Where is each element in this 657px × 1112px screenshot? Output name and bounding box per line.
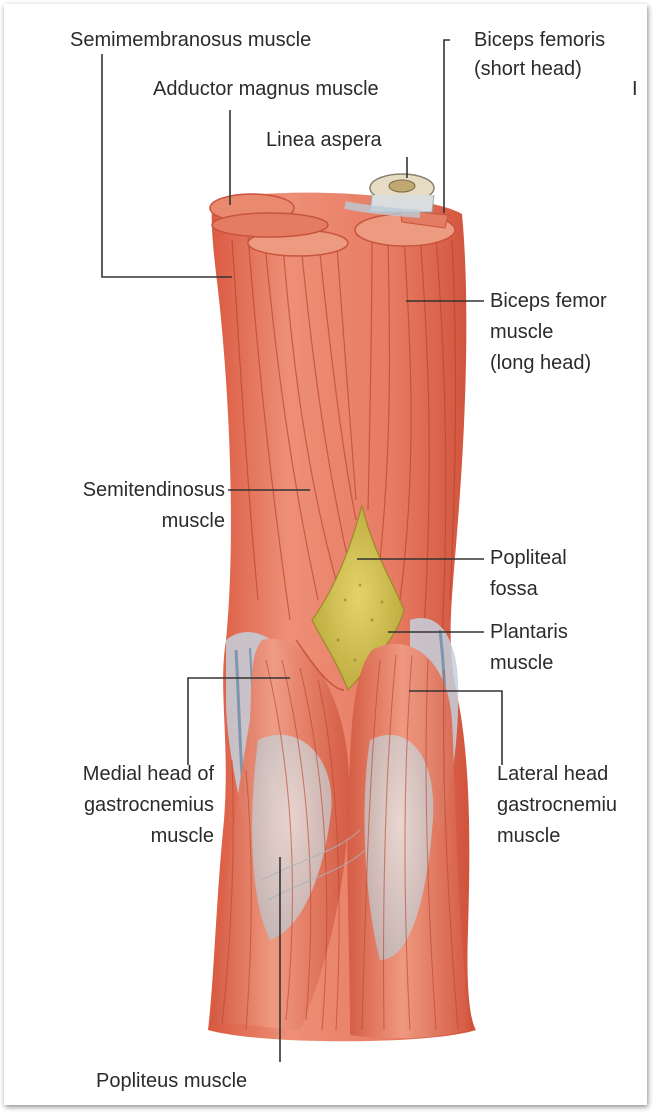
adductor-cut xyxy=(212,213,328,237)
label-medial-gastroc-line3: muscle xyxy=(20,820,214,852)
label-medial-gastroc-line2: gastrocnemius xyxy=(20,789,214,821)
label-biceps-long-line3: (long head) xyxy=(490,347,591,379)
label-lateral-gastroc-line3: muscle xyxy=(497,820,560,852)
label-semitendinosus-line2: muscle xyxy=(20,505,225,537)
label-lateral-gastroc-line2: gastrocnemiu xyxy=(497,789,617,821)
label-plantaris-line2: muscle xyxy=(490,647,553,679)
label-biceps-long-line2: muscle xyxy=(490,316,553,348)
label-semitendinosus-line1: Semitendinosus xyxy=(20,474,225,506)
label-popliteal-line2: fossa xyxy=(490,573,538,605)
label-lateral-gastroc-line1: Lateral head xyxy=(497,758,608,790)
label-biceps-short-line2: (short head) xyxy=(474,53,582,85)
label-biceps-long-line1: Biceps femor xyxy=(490,285,607,317)
label-popliteal-line1: Popliteal xyxy=(490,542,567,574)
label-medial-gastroc-line1: Medial head of xyxy=(20,758,214,790)
label-plantaris-line1: Plantaris xyxy=(490,616,568,648)
label-linea-aspera: Linea aspera xyxy=(266,124,382,156)
label-popliteus: Popliteus muscle xyxy=(96,1065,247,1097)
label-biceps-short-line1: Biceps femoris xyxy=(474,24,605,56)
label-adductor-magnus: Adductor magnus muscle xyxy=(153,73,379,105)
label-edge-mark: I xyxy=(632,73,638,105)
label-semimembranosus: Semimembranosus muscle xyxy=(70,24,311,56)
